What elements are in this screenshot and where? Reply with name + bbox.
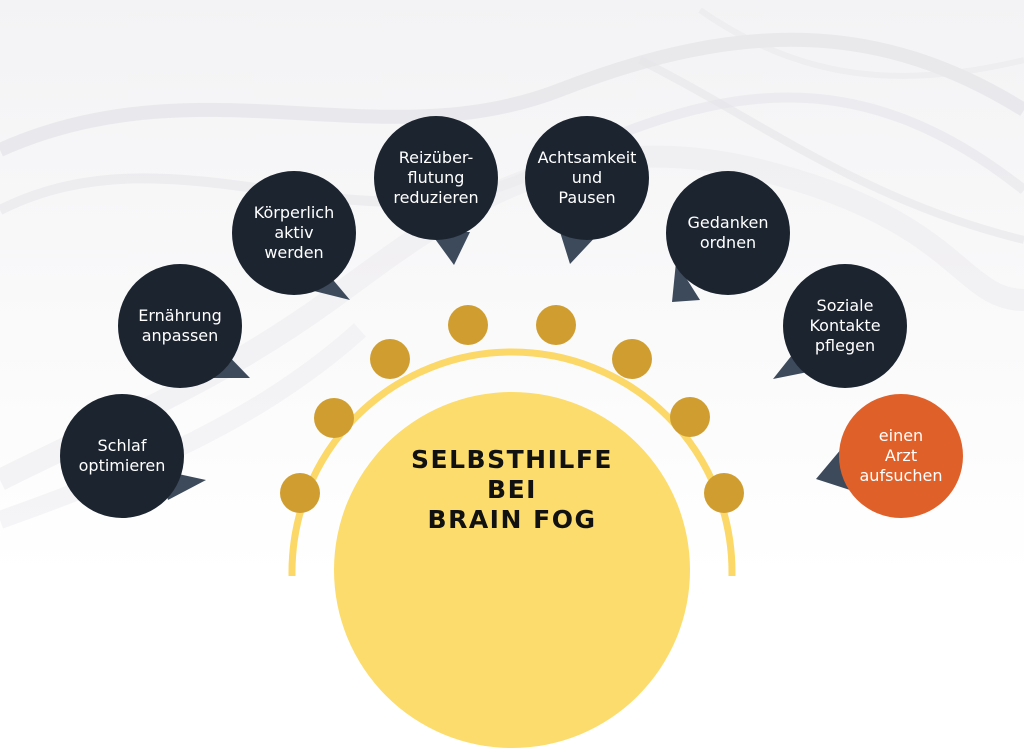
- tip-bubble-mindfulness: Achtsamkeit und Pausen: [525, 116, 649, 240]
- ring-dot: [670, 397, 710, 437]
- tip-label: Körperlich aktiv werden: [253, 203, 335, 262]
- tip-label: Soziale Kontakte pflegen: [809, 296, 881, 355]
- tip-bubble-sleep: Schlaf optimieren: [60, 394, 184, 518]
- tip-label: Ernährung anpassen: [138, 306, 222, 345]
- ring-dot: [448, 305, 488, 345]
- tip-label: Reizüber- flutung reduzieren: [393, 148, 479, 207]
- tip-label: Gedanken ordnen: [687, 213, 769, 252]
- tip-label: Achtsamkeit und Pausen: [537, 148, 637, 207]
- tip-bubble-social: Soziale Kontakte pflegen: [783, 264, 907, 388]
- ring-dot: [280, 473, 320, 513]
- ring-dot: [612, 339, 652, 379]
- ring-dot: [314, 398, 354, 438]
- tip-label: Schlaf optimieren: [78, 436, 166, 475]
- ring-dot: [370, 339, 410, 379]
- ring-dot: [536, 305, 576, 345]
- tip-bubble-stimuli: Reizüber- flutung reduzieren: [374, 116, 498, 240]
- tip-bubble-exercise: Körperlich aktiv werden: [232, 171, 356, 295]
- diagram-title: SELBSTHILFE BEI BRAIN FOG: [411, 445, 613, 534]
- ring-dot: [704, 473, 744, 513]
- tip-label: einen Arzt aufsuchen: [859, 426, 943, 485]
- tip-bubble-doctor: einen Arzt aufsuchen: [839, 394, 963, 518]
- tip-bubble-thoughts: Gedanken ordnen: [666, 171, 790, 295]
- tip-bubble-nutrition: Ernährung anpassen: [118, 264, 242, 388]
